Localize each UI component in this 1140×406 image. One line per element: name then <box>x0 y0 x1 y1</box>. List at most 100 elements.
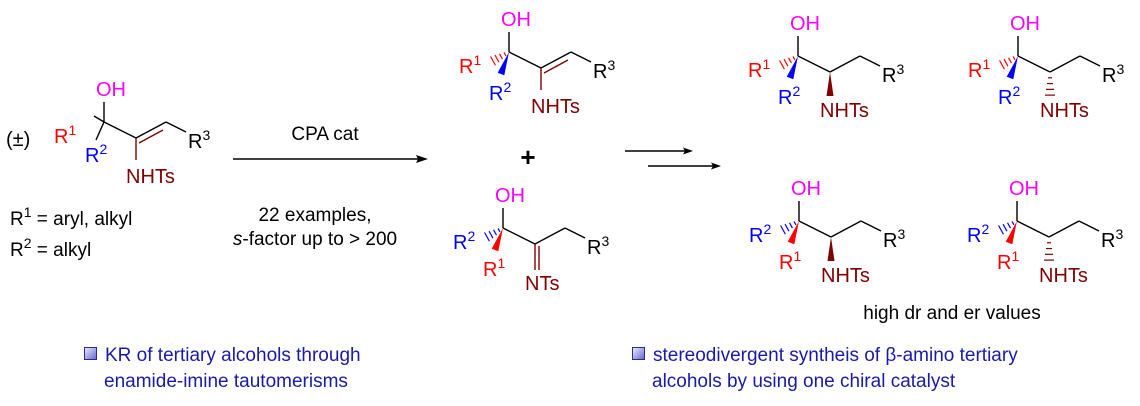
r1-label: R1 <box>54 122 76 148</box>
bond <box>1079 55 1101 67</box>
r-superscript: 3 <box>897 226 905 242</box>
bond <box>103 121 137 139</box>
bullet-text-line: enamide-imine tautomerisms <box>104 371 348 392</box>
amide-label: NHTs <box>1039 265 1088 287</box>
amide-label: NHTs <box>531 96 580 118</box>
bullet-kr: KR of tertiary alcohols through enamide-… <box>84 343 361 395</box>
r-letter: R <box>85 145 99 167</box>
bond <box>570 51 592 63</box>
r-letter: R <box>749 225 763 247</box>
r2-label: R2 <box>453 228 475 254</box>
r-superscript: 1 <box>1011 248 1019 264</box>
r3-label: R3 <box>883 226 905 252</box>
r-letter: R <box>997 252 1011 274</box>
r-superscript: 1 <box>473 52 481 68</box>
r3-label: R3 <box>188 127 210 153</box>
r1-label: R1 <box>779 248 801 274</box>
s-factor-label: s-factor up to > 200 <box>233 229 397 250</box>
hash-bond <box>783 58 789 67</box>
examples-label: 22 examples, <box>258 205 371 226</box>
r-superscript: 3 <box>1115 226 1123 242</box>
hash-bond <box>490 56 496 66</box>
r-superscript: 1 <box>497 255 505 271</box>
bond <box>798 220 832 238</box>
r2-label: R2 <box>998 83 1020 109</box>
hash-bond <box>1002 223 1008 232</box>
wedge-bond <box>497 52 509 76</box>
hydroxyl-label: OH <box>790 13 820 35</box>
r-superscript: 3 <box>1116 61 1124 77</box>
bond <box>138 129 164 144</box>
r-superscript: 3 <box>202 127 210 143</box>
hash-bond <box>779 60 785 70</box>
r-superscript: 3 <box>601 233 609 249</box>
bullet-text-line: alcohols by using one chiral catalyst <box>652 371 956 392</box>
r1-definition: R1 = aryl, alkyl <box>10 204 132 230</box>
r-superscript: 2 <box>503 79 511 95</box>
amide-label: NHTs <box>1040 100 1089 122</box>
wedge-bond <box>786 56 798 80</box>
r-letter: R <box>188 131 202 153</box>
hash-bond <box>493 229 497 236</box>
hash-bond <box>1007 222 1011 229</box>
r-letter: R <box>998 87 1012 109</box>
r1-label: R1 <box>483 255 505 281</box>
hash-bond <box>1011 221 1015 226</box>
r3-label: R3 <box>882 61 904 87</box>
bond <box>93 115 105 123</box>
bond <box>829 55 861 73</box>
hash-bond <box>784 223 790 232</box>
hydroxyl-label: OH <box>1009 178 1039 200</box>
multistep-arrow <box>625 147 721 170</box>
bond <box>540 51 572 69</box>
r-superscript: 1 <box>68 122 76 138</box>
r-superscript: 3 <box>896 61 904 77</box>
r-letter: R <box>483 259 497 281</box>
wedge-bond <box>491 228 503 252</box>
catalyst-label: CPA cat <box>291 124 359 145</box>
hash-bond <box>788 57 792 64</box>
wedge-bond <box>1006 56 1018 80</box>
hash-bond <box>484 232 490 242</box>
r-superscript: 2 <box>981 221 989 237</box>
bond <box>1016 220 1050 238</box>
bond <box>797 55 831 73</box>
r-superscript: 2 <box>467 228 475 244</box>
r-superscript: 2 <box>99 141 107 157</box>
r-letter: R <box>453 232 467 254</box>
r3-label: R3 <box>593 57 615 83</box>
r-superscript: 1 <box>762 56 770 72</box>
r-letter: R <box>459 56 473 78</box>
bond <box>1017 55 1051 73</box>
bond <box>1048 220 1080 238</box>
hash-bond <box>780 225 786 235</box>
racemic-label: (±) <box>6 129 30 151</box>
bond <box>859 55 881 67</box>
r-superscript: 1 <box>793 248 801 264</box>
reaction-arrow <box>233 155 428 163</box>
bond <box>502 227 536 245</box>
hydroxyl-label: OH <box>96 79 126 101</box>
wedge-bond <box>826 72 834 96</box>
bond <box>1078 220 1100 232</box>
r-letter: R <box>1101 230 1115 252</box>
wedge-bond <box>1005 221 1017 245</box>
r2-label: R2 <box>967 221 989 247</box>
r-letter: R <box>748 60 762 82</box>
bullet-text-line: KR of tertiary alcohols through <box>105 345 361 366</box>
r1-label: R1 <box>997 248 1019 274</box>
bond <box>564 227 586 239</box>
r2-label: R2 <box>489 79 511 105</box>
r1-label: R1 <box>748 56 770 82</box>
bond <box>534 227 566 245</box>
hash-bond <box>998 225 1004 235</box>
r-letter: R <box>593 61 607 83</box>
r-letter: R <box>883 230 897 252</box>
bullet-stereodivergent: stereodivergent syntheis of β-amino tert… <box>632 343 1018 395</box>
hash-bond <box>497 228 501 233</box>
wedge-bond <box>787 221 799 245</box>
